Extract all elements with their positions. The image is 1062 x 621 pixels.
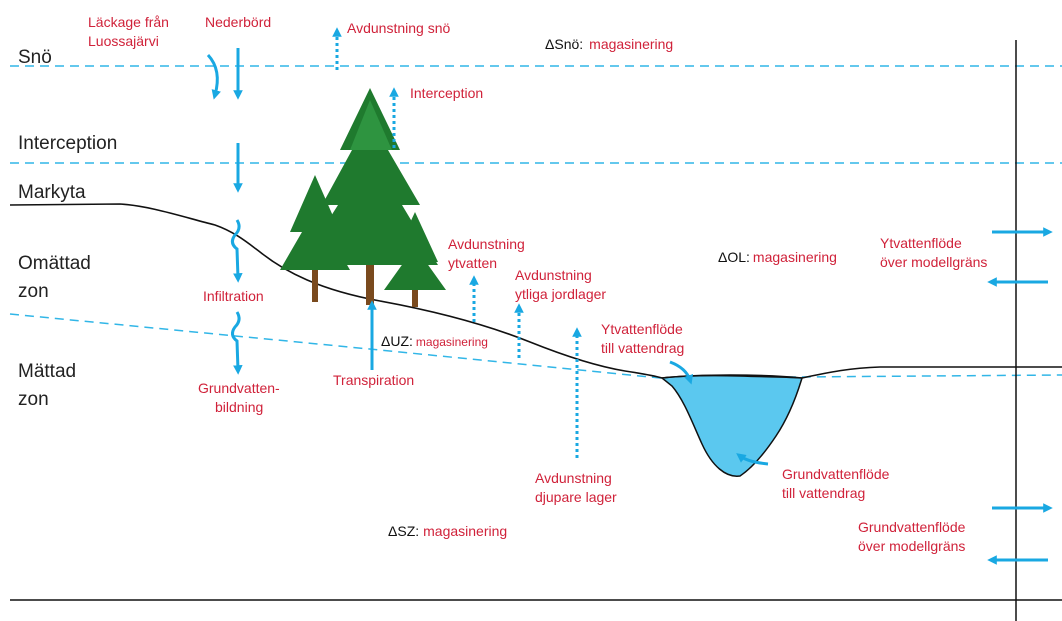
- label-recharge-1: Grundvatten-: [198, 380, 280, 396]
- label-groundwater-stream-1: Grundvattenflöde: [782, 466, 890, 482]
- surface-flow-stream-arrow: [669, 360, 694, 385]
- zone-label-saturated-2: zon: [18, 389, 49, 410]
- storage-surface-text: magasinering: [753, 249, 837, 265]
- groundwater-stream-arrow: [736, 453, 769, 466]
- label-leakage-1: Läckage från: [88, 14, 169, 30]
- zone-label-unsaturated-1: Omättad: [18, 253, 91, 274]
- label-surface-boundary-1: Ytvattenflöde: [880, 235, 962, 251]
- label-groundwater-boundary-2: över modellgräns: [858, 538, 965, 554]
- groundwater-table-line: [9, 313, 1062, 379]
- ground-surface: [9, 203, 1062, 379]
- label-infiltration: Infiltration: [203, 288, 264, 304]
- storage-snow-delta: ΔSnö:: [545, 36, 583, 52]
- tree-icon: [280, 88, 446, 307]
- label-surface-water-evap-2: ytvatten: [448, 255, 497, 271]
- label-precipitation: Nederbörd: [205, 14, 271, 30]
- storage-unsaturated-delta: ΔUZ:: [381, 333, 413, 349]
- storage-surface: ΔOL:magasinering: [718, 249, 837, 265]
- zone-label-saturated-1: Mättad: [18, 361, 76, 382]
- label-interception: Interception: [410, 85, 483, 101]
- leakage-arrow: [206, 53, 221, 100]
- storage-unsaturated: ΔUZ:magasinering: [381, 333, 488, 349]
- storage-unsaturated-text: magasinering: [416, 335, 488, 349]
- label-groundwater-boundary-1: Grundvattenflöde: [858, 519, 966, 535]
- storage-snow-text: magasinering: [589, 36, 673, 52]
- label-surface-flow-stream-1: Ytvattenflöde: [601, 321, 683, 337]
- storage-saturated-text: magasinering: [423, 523, 507, 539]
- label-surface-boundary-2: över modellgräns: [880, 254, 987, 270]
- label-recharge-2: bildning: [215, 399, 263, 415]
- zone-label-ground-surface: Markyta: [18, 182, 86, 203]
- stream-water: [660, 374, 803, 477]
- label-snow-evaporation: Avdunstning snö: [347, 20, 450, 36]
- label-transpiration: Transpiration: [333, 372, 414, 388]
- label-deep-evap-1: Avdunstning: [535, 470, 612, 486]
- zone-label-unsaturated-2: zon: [18, 281, 49, 302]
- storage-surface-delta: ΔOL:: [718, 249, 750, 265]
- zone-label-snow: Snö: [18, 47, 52, 68]
- infiltration-arrow: [230, 219, 243, 283]
- zone-label-interception: Interception: [18, 133, 117, 154]
- recharge-arrow: [230, 311, 243, 375]
- storage-snow: ΔSnö: magasinering: [545, 36, 673, 52]
- label-surface-water-evap-1: Avdunstning: [448, 236, 525, 252]
- label-shallow-soil-evap-1: Avdunstning: [515, 267, 592, 283]
- storage-saturated: ΔSZ:magasinering: [388, 523, 507, 539]
- label-deep-evap-2: djupare lager: [535, 489, 617, 505]
- storage-saturated-delta: ΔSZ:: [388, 523, 419, 539]
- label-shallow-soil-evap-2: ytliga jordlager: [515, 286, 606, 302]
- label-leakage-2: Luossajärvi: [88, 33, 159, 49]
- label-surface-flow-stream-2: till vattendrag: [601, 340, 684, 356]
- label-groundwater-stream-2: till vattendrag: [782, 485, 865, 501]
